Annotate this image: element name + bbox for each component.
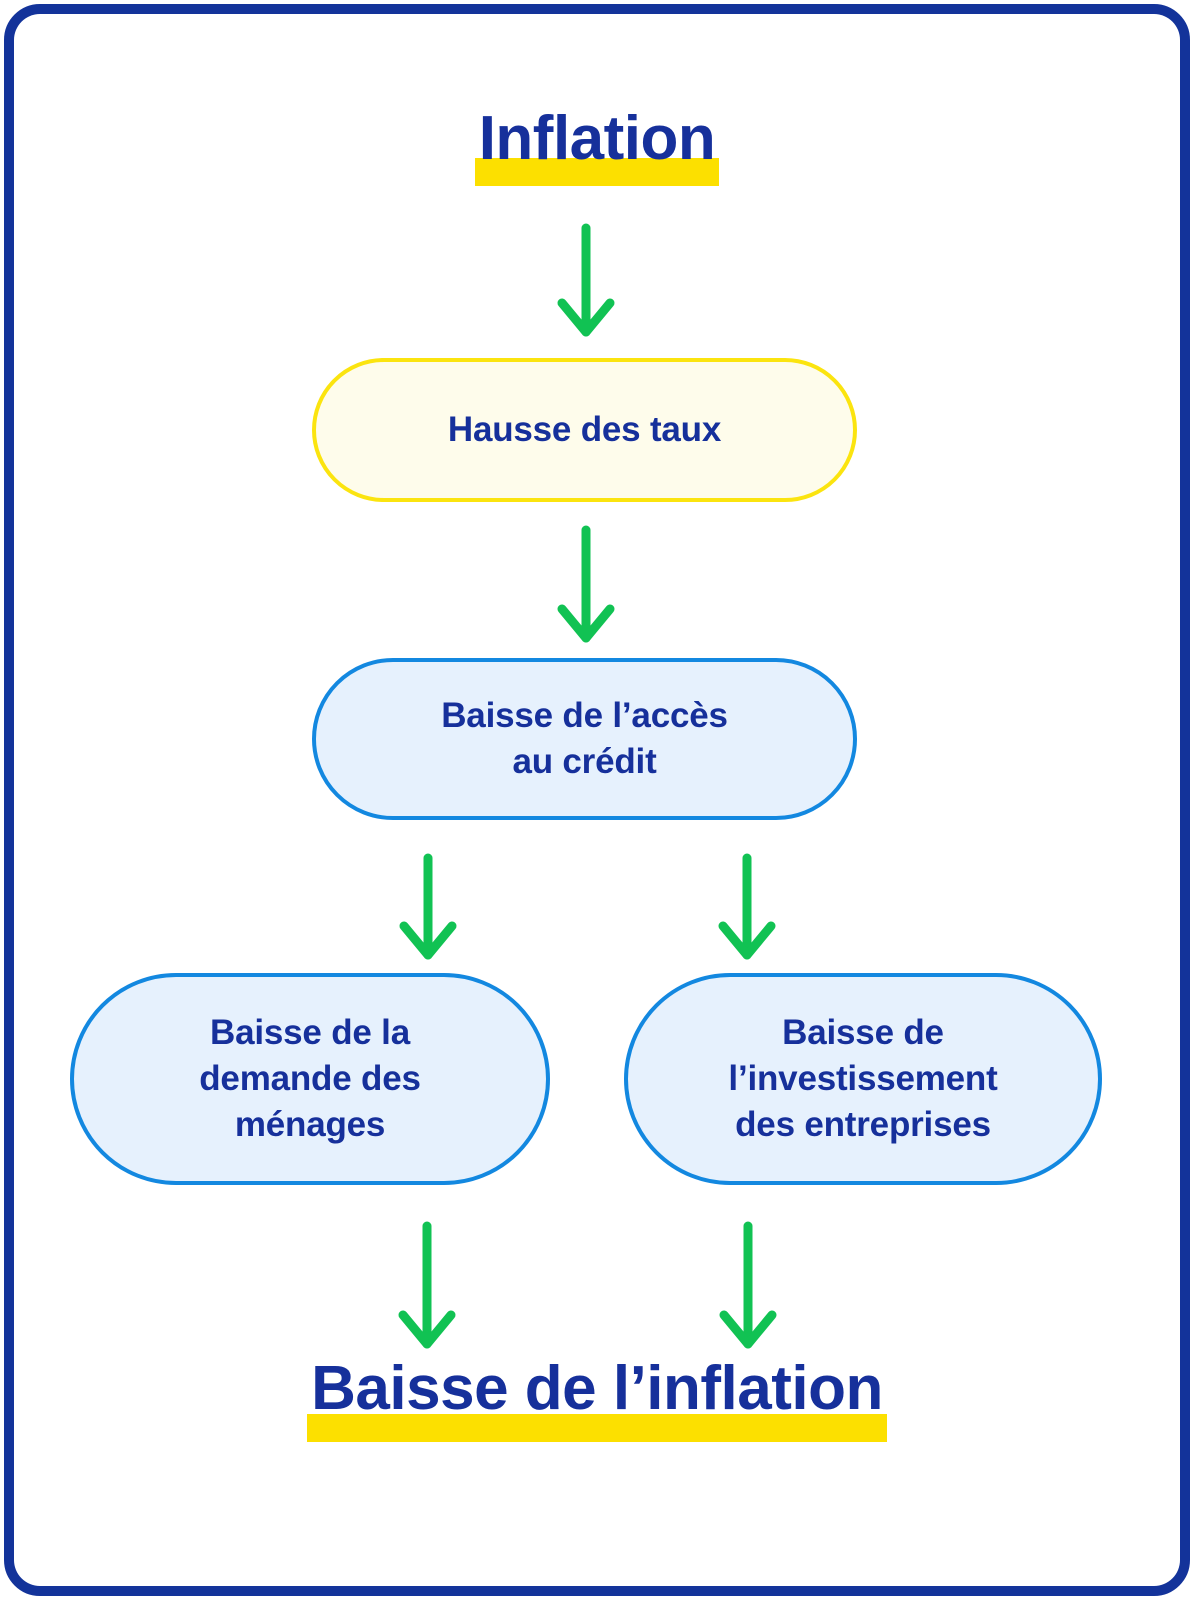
node-hausse-des-taux[interactable]: Hausse des taux xyxy=(312,358,857,502)
arrow-acces-credit-to-investissement-entreprises xyxy=(718,853,776,960)
node-baisse-demande-menages[interactable]: Baisse de la demande des ménages xyxy=(70,973,550,1185)
node-baisse-acces-credit[interactable]: Baisse de l’accès au crédit xyxy=(312,658,857,820)
arrow-acces-credit-to-demande-menages xyxy=(399,853,457,960)
node-hausse-des-taux-label: Hausse des taux xyxy=(447,410,722,449)
node-baisse-acces-credit-label: Baisse de l’accès au crédit xyxy=(441,695,728,781)
arrow-investissement-entreprises-to-baisse-inflation xyxy=(719,1221,777,1349)
headline-inflation-text: Inflation xyxy=(474,108,720,186)
headline-baisse-inflation-text: Baisse de l’inflation xyxy=(307,1358,887,1442)
headline-inflation: Inflation xyxy=(0,108,1194,186)
arrow-hausse-taux-to-acces-credit xyxy=(557,525,615,643)
arrow-inflation-to-hausse-taux xyxy=(557,223,615,337)
node-baisse-investissement-entreprises[interactable]: Baisse de l’investissement des entrepris… xyxy=(624,973,1102,1185)
node-baisse-demande-menages-label: Baisse de la demande des ménages xyxy=(199,1012,421,1145)
headline-baisse-inflation: Baisse de l’inflation xyxy=(0,1358,1194,1442)
arrow-demande-menages-to-baisse-inflation xyxy=(398,1221,456,1349)
node-baisse-investissement-entreprises-label: Baisse de l’investissement des entrepris… xyxy=(728,1012,998,1145)
